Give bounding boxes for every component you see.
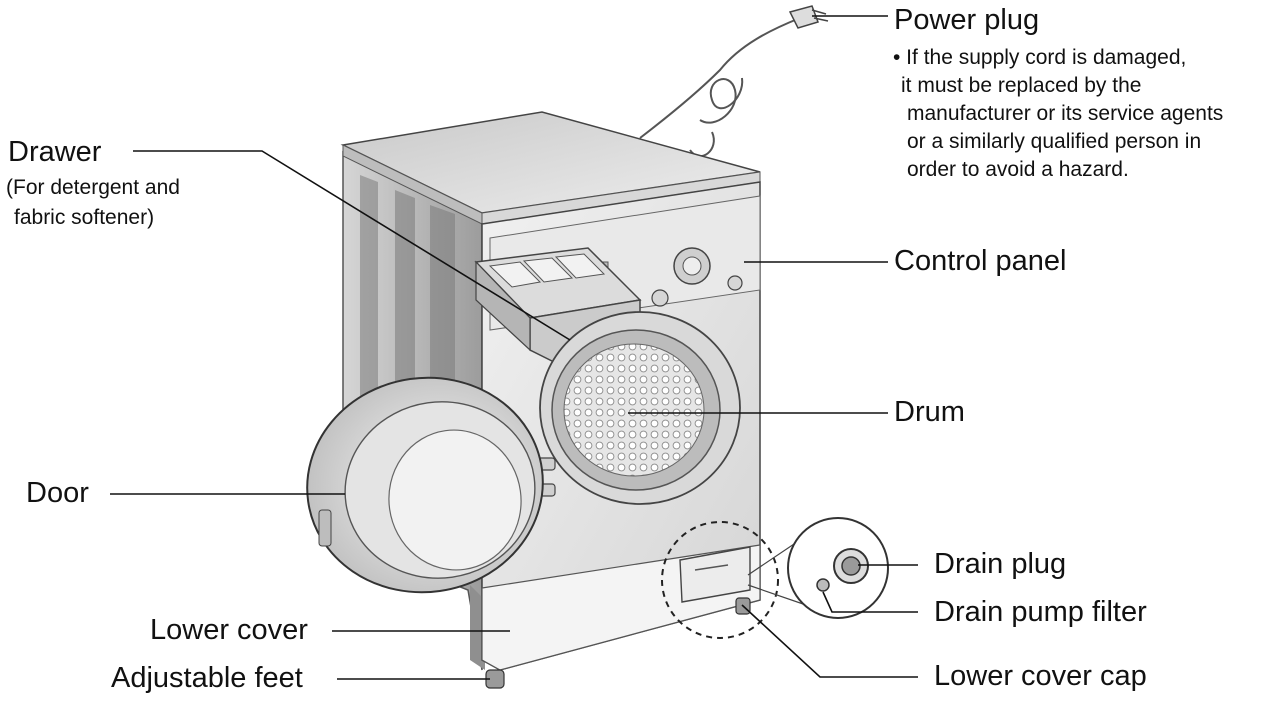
drawer-note-line: (For detergent and	[6, 176, 180, 199]
lower-cover-label: Lower cover	[150, 614, 308, 646]
open-door	[306, 376, 544, 594]
control-panel-label: Control panel	[894, 245, 1067, 277]
drum-perforation	[563, 343, 705, 477]
leader-lower-cover-cap	[741, 604, 918, 678]
power-plug-label: Power plug	[894, 4, 1040, 36]
leader-lines	[110, 15, 918, 680]
lower-cover-cap-label: Lower cover cap	[934, 660, 1147, 692]
drain-pump-filter-label: Drain pump filter	[934, 596, 1147, 628]
program-dial-center	[682, 256, 702, 276]
adjustable-feet-label: Adjustable feet	[111, 662, 303, 694]
power-plug-note-line: order to avoid a hazard.	[907, 158, 1129, 181]
drain-pump-filter-icon	[816, 578, 830, 592]
drum-label: Drum	[894, 396, 965, 428]
power-plug-icon	[788, 5, 829, 29]
power-plug-note-line: • If the supply cord is damaged,	[893, 46, 1187, 69]
drawer-label: Drawer	[8, 136, 102, 168]
power-button	[727, 275, 743, 291]
power-plug-note-line: or a similarly qualified person in	[907, 130, 1202, 153]
leader-drain-pump-filter	[822, 591, 918, 613]
start-button	[651, 289, 669, 307]
door-label: Door	[26, 477, 89, 509]
leader-drawer	[133, 150, 571, 341]
power-plug-note-line: it must be replaced by the	[901, 74, 1142, 97]
lower-cover-cap-area	[661, 521, 779, 639]
drawer-note-line: fabric softener)	[14, 206, 155, 229]
drain-plug-label: Drain plug	[934, 548, 1067, 580]
drain-magnifier	[747, 517, 889, 619]
power-cord	[639, 17, 801, 158]
power-plug-note-line: manufacturer or its service agents	[907, 102, 1224, 125]
power-plug-note: • If the supply cord is damaged, it must…	[893, 44, 1223, 184]
